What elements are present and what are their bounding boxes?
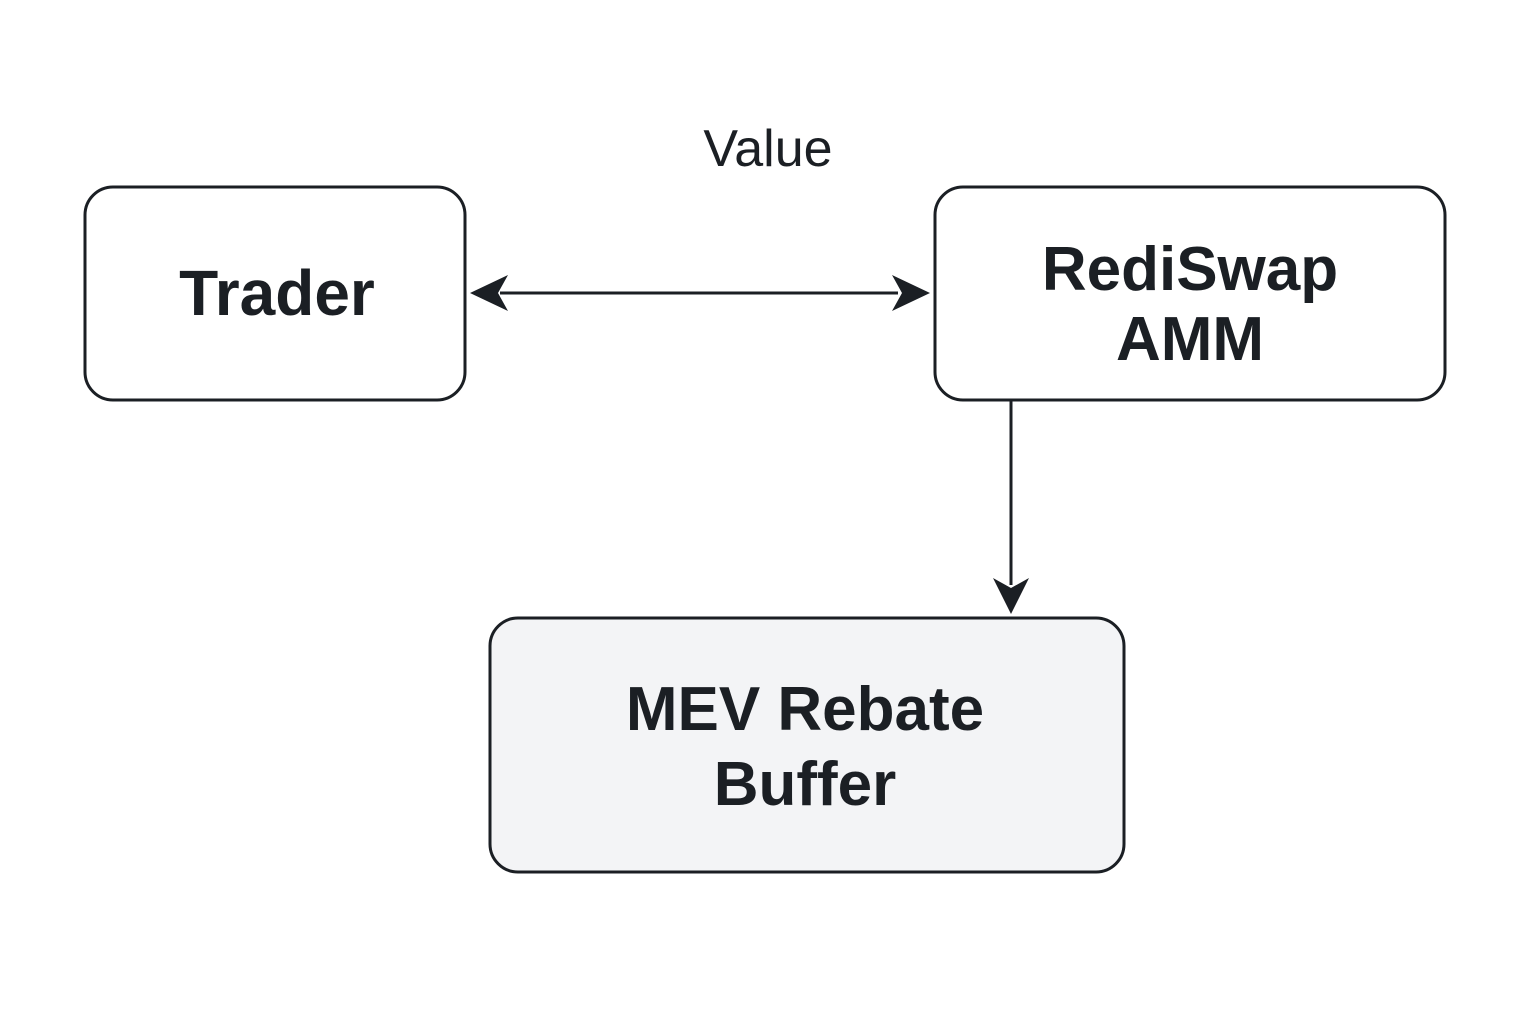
arrowhead-down-icon [993,578,1029,614]
node-mev-rebate-buffer: MEV Rebate Buffer [488,616,1126,874]
edge-trader-amm-arrow [470,275,930,311]
arrowhead-left-icon [470,275,508,311]
node-rediswap-amm-box [933,185,1447,402]
node-trader-box [83,185,467,402]
edge-amm-buffer-arrow [993,400,1029,614]
node-mev-rebate-buffer-label-line1: MEV Rebate [626,675,984,744]
node-trader: Trader [83,185,467,402]
node-mev-rebate-buffer-label-line2: Buffer [714,750,897,819]
edge-label-value: Value [703,120,832,178]
arrowhead-right-icon [892,275,930,311]
node-trader-label: Trader [179,257,375,329]
node-mev-rebate-buffer-box [488,616,1126,874]
node-rediswap-amm: RediSwap AMM [933,185,1447,402]
node-rediswap-amm-label-line2: AMM [1116,305,1264,374]
node-rediswap-amm-label-line1: RediSwap [1042,235,1338,304]
